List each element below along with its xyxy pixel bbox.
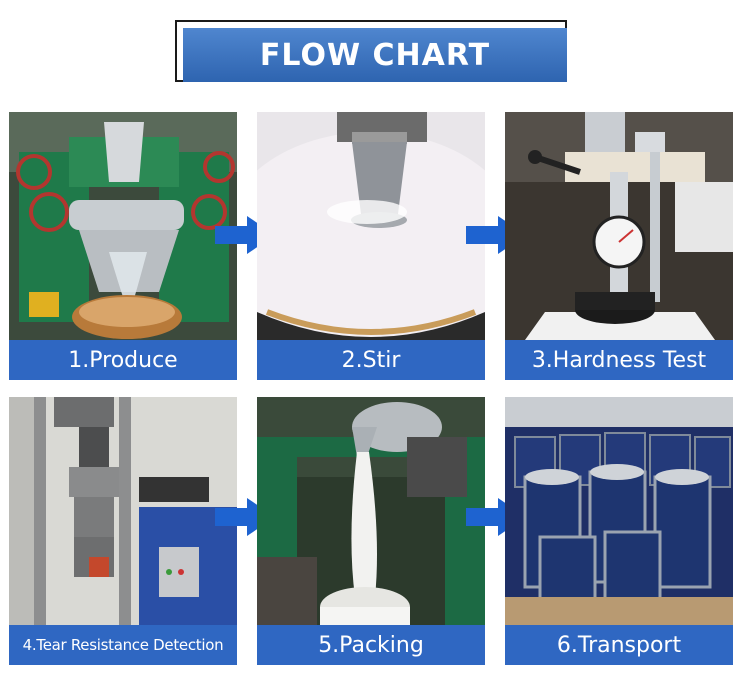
step-label: 5.Packing bbox=[257, 625, 485, 665]
step-panel-tear-resistance: 4.Tear Resistance Detection bbox=[9, 397, 237, 665]
hardness-test-photo bbox=[505, 112, 733, 340]
stir-photo bbox=[257, 112, 485, 340]
step-panel-produce: 1.Produce bbox=[9, 112, 237, 380]
transport-photo bbox=[505, 397, 733, 625]
page-title: FLOW CHART bbox=[183, 28, 567, 82]
step-panel-hardness-test: 3.Hardness Test bbox=[505, 112, 733, 380]
step-label: 4.Tear Resistance Detection bbox=[9, 625, 237, 665]
step-label: 6.Transport bbox=[505, 625, 733, 665]
packing-photo bbox=[257, 397, 485, 625]
step-label: 3.Hardness Test bbox=[505, 340, 733, 380]
step-panel-transport: 6.Transport bbox=[505, 397, 733, 665]
step-panel-stir: 2.Stir bbox=[257, 112, 485, 380]
step-label: 2.Stir bbox=[257, 340, 485, 380]
step-label: 1.Produce bbox=[9, 340, 237, 380]
tear-resistance-photo bbox=[9, 397, 237, 625]
step-panel-packing: 5.Packing bbox=[257, 397, 485, 665]
produce-photo bbox=[9, 112, 237, 340]
